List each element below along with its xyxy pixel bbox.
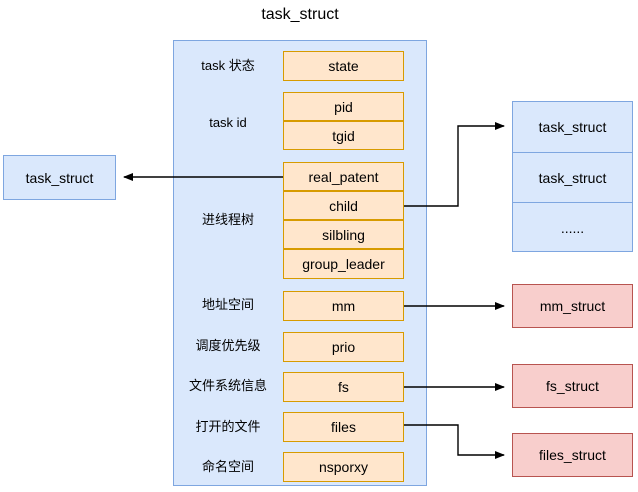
group-label-filesystem-info: 文件系统信息	[188, 378, 267, 393]
node-parent-task-struct-label: task_struct	[25, 169, 94, 186]
group-label-namespace: 命名空间	[201, 459, 254, 474]
field-group-leader: group_leader	[283, 249, 404, 279]
children-list-row: ......	[513, 202, 632, 252]
node-mm-struct: mm_struct	[512, 284, 633, 328]
node-children-list: task_struct task_struct ......	[512, 101, 633, 252]
field-child: child	[283, 191, 404, 220]
group-label-open-files: 打开的文件	[195, 419, 261, 434]
field-pid: pid	[283, 92, 404, 121]
field-nsporxy: nsporxy	[283, 452, 404, 482]
field-prio: prio	[283, 332, 404, 362]
group-label-scheduling-priority: 调度优先级	[195, 338, 261, 353]
node-files-struct: files_struct	[512, 433, 633, 477]
group-label-address-space: 地址空间	[201, 297, 254, 312]
field-files: files	[283, 412, 404, 442]
page-title: task_struct	[261, 6, 339, 23]
field-silbling: silbling	[283, 220, 404, 249]
group-label-state: task 状态	[201, 58, 255, 73]
group-label-process-tree: 进线程树	[201, 212, 254, 227]
field-mm: mm	[283, 291, 404, 321]
field-fs: fs	[283, 372, 404, 402]
field-state: state	[283, 51, 404, 81]
node-parent-task-struct: task_struct	[3, 155, 116, 200]
node-fs-struct: fs_struct	[512, 364, 633, 408]
field-real-patent: real_patent	[283, 162, 404, 191]
children-list-row: task_struct	[538, 119, 607, 135]
field-tgid: tgid	[283, 121, 404, 150]
children-list-row: task_struct	[513, 152, 632, 202]
group-label-task-id: task id	[209, 115, 247, 130]
